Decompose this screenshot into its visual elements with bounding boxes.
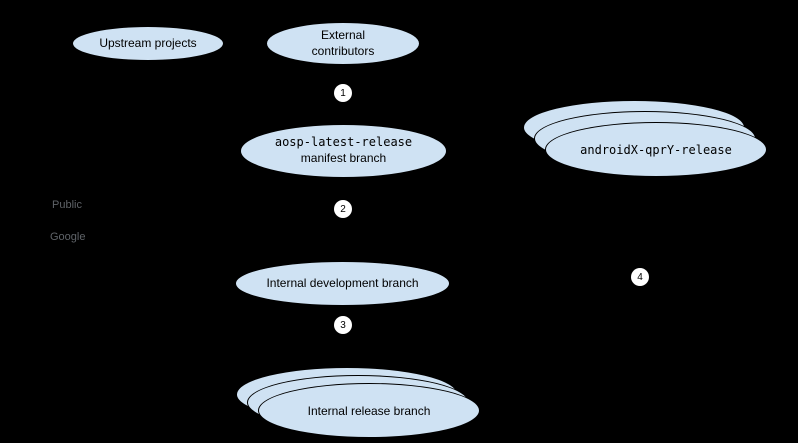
node-internal-development-branch: Internal development branch <box>235 261 450 306</box>
step-badge-3-number: 3 <box>340 319 346 331</box>
zone-label-google: Google <box>50 231 86 243</box>
step-badge-4: 4 <box>631 268 649 286</box>
node-external-contributors: External contributors <box>266 22 420 65</box>
node-aosp-manifest-branch: aosp-latest-release manifest branch <box>240 124 447 178</box>
zone-label-public: Public <box>52 199 82 211</box>
step-badge-2-number: 2 <box>340 203 346 215</box>
node-upstream-projects: Upstream projects <box>72 26 224 61</box>
node-aosp-manifest-branch-line2: manifest branch <box>300 151 387 165</box>
node-androidx-qpr-release-label: androidX-qprY-release <box>580 142 732 157</box>
androidx-stack-ellipse-front: androidX-qprY-release <box>545 122 767 177</box>
step-badge-3: 3 <box>334 316 352 334</box>
release-stack-ellipse-front: Internal release branch <box>258 383 480 438</box>
node-external-contributors-line2: contributors <box>311 43 375 58</box>
step-badge-1-number: 1 <box>340 87 346 99</box>
step-badge-2: 2 <box>334 200 352 218</box>
node-external-contributors-line1: External <box>320 27 366 42</box>
node-internal-release-branch-label: Internal release branch <box>307 403 431 418</box>
node-upstream-projects-label: Upstream projects <box>99 35 197 50</box>
node-internal-development-branch-label: Internal development branch <box>266 275 419 290</box>
node-aosp-manifest-branch-name: aosp-latest-release <box>274 135 413 150</box>
step-badge-4-number: 4 <box>637 271 643 283</box>
step-badge-1: 1 <box>334 84 352 102</box>
